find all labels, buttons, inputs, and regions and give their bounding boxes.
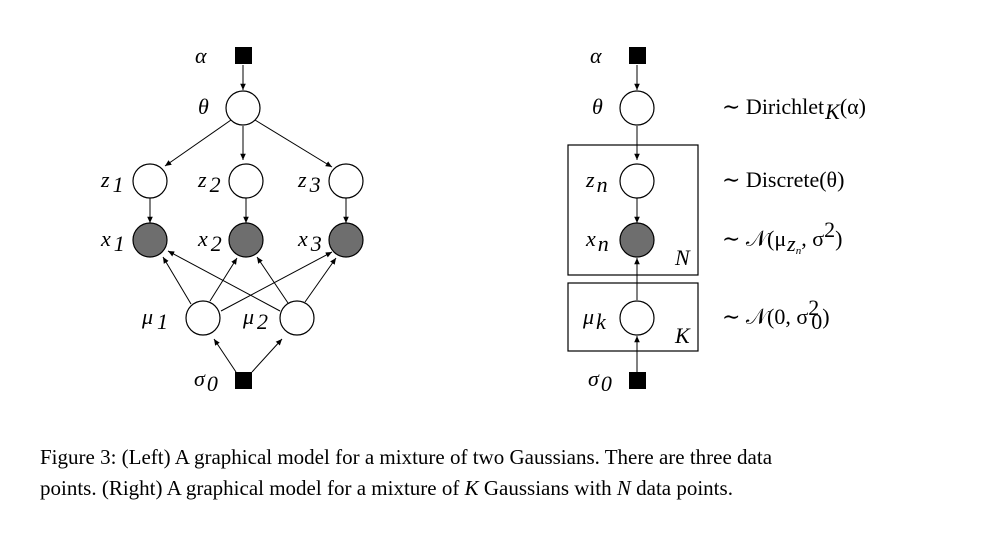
edge-theta-z3 (254, 119, 333, 168)
caption-line-1: Figure 3: (Left) A graphical model for a… (40, 445, 773, 469)
left-x1-node (132, 222, 168, 258)
dist-x: ∼ 𝒩(μzn, σ2) (722, 217, 842, 257)
edge-mu1-x2 (209, 257, 238, 302)
edge-mu2-x2 (256, 256, 289, 304)
dist-z: ∼ Discrete(θ) (722, 167, 844, 192)
right-z-label: zn (585, 167, 608, 197)
right-mu-label: μk (582, 304, 607, 334)
left-x3-node (328, 222, 364, 258)
left-z3-node (328, 163, 364, 199)
caption-K: K (464, 476, 479, 500)
edge-mu1-x1 (162, 256, 192, 305)
right-z-node (619, 163, 655, 199)
left-mu2-node (279, 300, 315, 336)
right-alpha-label: α (590, 43, 602, 68)
caption-line-2-part-a: points. (Right) A graphical model for a … (40, 476, 465, 500)
caption-line-2-part-c: data points. (630, 476, 733, 500)
right-sigma-node (629, 372, 646, 389)
left-edges (147, 65, 349, 373)
plate-N (567, 144, 699, 276)
edge-sigma-mu1 (213, 338, 237, 373)
left-theta-node (225, 90, 261, 126)
edge-mu2-x3 (304, 257, 337, 303)
caption-line-2-part-b: Gaussians with (478, 476, 617, 500)
left-mu1-node (185, 300, 221, 336)
right-sigma-label: σ0 (588, 366, 612, 396)
left-z1-node (132, 163, 168, 199)
left-theta-label: θ (198, 94, 209, 119)
plate-N-label: N (674, 245, 691, 270)
left-x2-node (228, 222, 264, 258)
edge-sigma-mu2 (251, 338, 283, 373)
caption-line-2: points. (Right) A graphical model for a … (40, 473, 980, 504)
left-alpha-node (235, 47, 252, 64)
edge-mu2-x1 (167, 250, 281, 312)
right-graphical-model: α θ zn xn μk σ0 N K ∼ DirichletK(α) ∼ Di… (567, 43, 866, 396)
dist-theta: ∼ DirichletK(α) (722, 94, 866, 124)
right-x-node (619, 222, 655, 258)
edge-theta-z1 (164, 119, 232, 167)
left-z2-node (228, 163, 264, 199)
plate-K (567, 282, 699, 352)
left-sigma-node (235, 372, 252, 389)
right-theta-label: θ (592, 94, 603, 119)
left-alpha-label: α (195, 43, 207, 68)
right-alpha-node (629, 47, 646, 64)
right-x-label: xn (585, 226, 609, 256)
left-sigma-label: σ0 (194, 366, 218, 396)
caption-N: N (616, 476, 631, 500)
figure-caption: Figure 3: (Left) A graphical model for a… (40, 442, 980, 504)
edge-mu1-x3 (220, 251, 333, 312)
right-mu-node (619, 300, 655, 336)
plate-K-label: K (674, 323, 691, 348)
right-theta-node (619, 90, 655, 126)
